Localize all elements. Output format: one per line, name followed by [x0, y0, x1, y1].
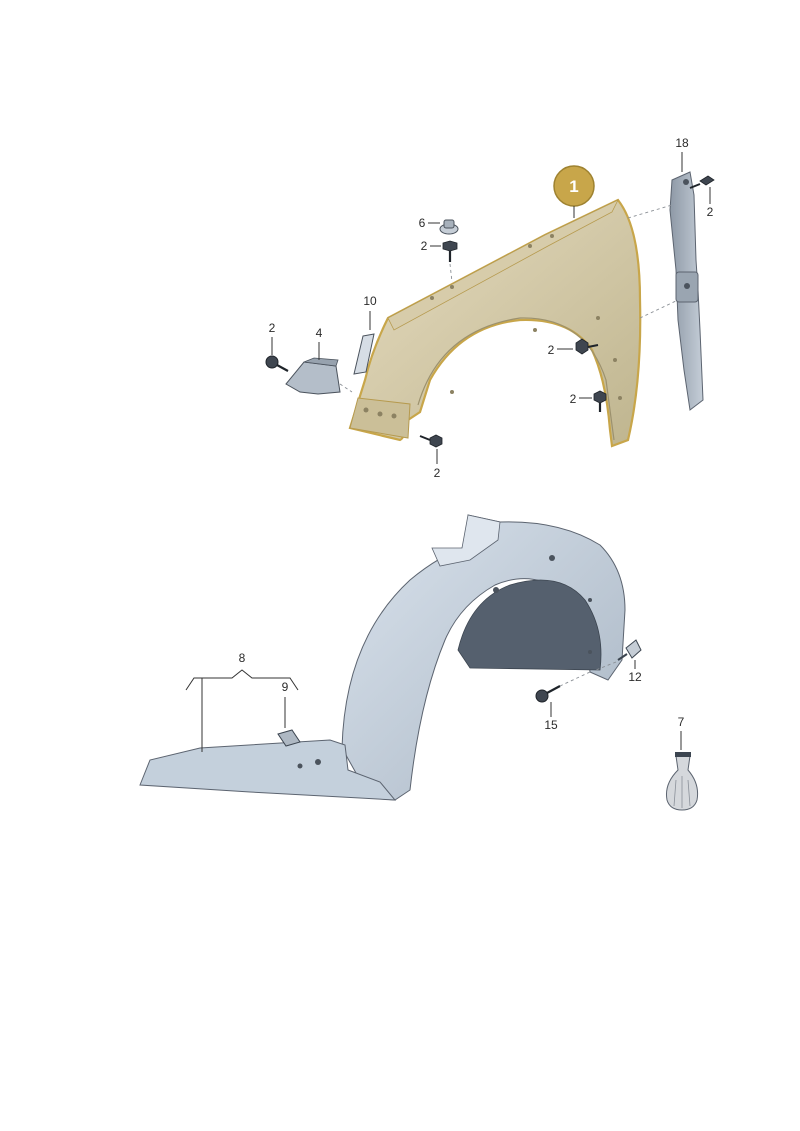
dash-bracket-4	[339, 383, 353, 393]
grease-bag-part[interactable]	[666, 752, 699, 811]
screw-icon	[535, 685, 561, 703]
bracket-hole	[683, 179, 689, 185]
callout-12[interactable]: 12	[628, 670, 642, 684]
bag-tie	[675, 752, 691, 757]
dash-screw-15	[559, 671, 591, 687]
callout-2-arch[interactable]: 2	[548, 343, 555, 357]
callout-2-bracket[interactable]: 2	[707, 205, 714, 219]
bolt-icon	[593, 390, 607, 412]
callout-8[interactable]: 8	[239, 651, 246, 665]
mounting-bracket-body	[285, 361, 341, 395]
bolt-icon	[575, 338, 599, 355]
liner-top-rib	[431, 514, 501, 567]
liner-inner-cavity	[457, 579, 602, 671]
callout-2-lower-right[interactable]: 2	[570, 392, 577, 406]
leader-8-brace	[185, 669, 299, 691]
callout-badge-1[interactable]: 1	[553, 165, 595, 218]
callout-6[interactable]: 6	[419, 216, 426, 230]
bracket-hole	[684, 283, 690, 289]
fender-part[interactable]	[348, 198, 642, 448]
bag-folds	[673, 776, 691, 808]
mounting-bracket-flange	[303, 357, 339, 367]
fender-top-edge	[387, 199, 619, 331]
callout-7[interactable]: 7	[678, 715, 685, 729]
callout-18[interactable]: 18	[675, 136, 689, 150]
callout-2-bottom[interactable]: 2	[434, 466, 441, 480]
fender-lower-mount	[349, 397, 411, 439]
dash-bracket-fender-upper	[627, 204, 673, 219]
seal-strip-body	[353, 333, 375, 375]
callout-2-left[interactable]: 2	[269, 321, 276, 335]
bolt-icon	[442, 240, 458, 262]
callout-2-top[interactable]: 2	[421, 239, 428, 253]
dash-top-bolt	[449, 263, 453, 283]
seal-strip-part[interactable]	[353, 333, 375, 375]
front-bracket-part[interactable]	[669, 171, 704, 411]
mounting-bracket-part[interactable]	[285, 357, 341, 395]
liner-holes	[297, 555, 592, 769]
callout-10[interactable]: 10	[363, 294, 377, 308]
callout-9[interactable]: 9	[282, 680, 289, 694]
clip-icon	[277, 729, 301, 747]
liner-front-flap	[139, 739, 397, 801]
wheel-arch-liner-part[interactable]	[139, 514, 626, 801]
bolt-icon	[419, 434, 443, 448]
rivet-icon	[617, 639, 642, 661]
dash-bracket-fender-lower	[639, 299, 679, 319]
callout-15[interactable]: 15	[544, 718, 558, 732]
bolt-icon	[689, 175, 715, 189]
fender-holes	[363, 234, 622, 419]
callout-4[interactable]: 4	[316, 326, 323, 340]
clip-nut-icon	[439, 219, 459, 235]
fender-arch-inner	[417, 317, 615, 441]
badge-label-1: 1	[569, 177, 578, 196]
bolt-icon	[265, 355, 289, 372]
